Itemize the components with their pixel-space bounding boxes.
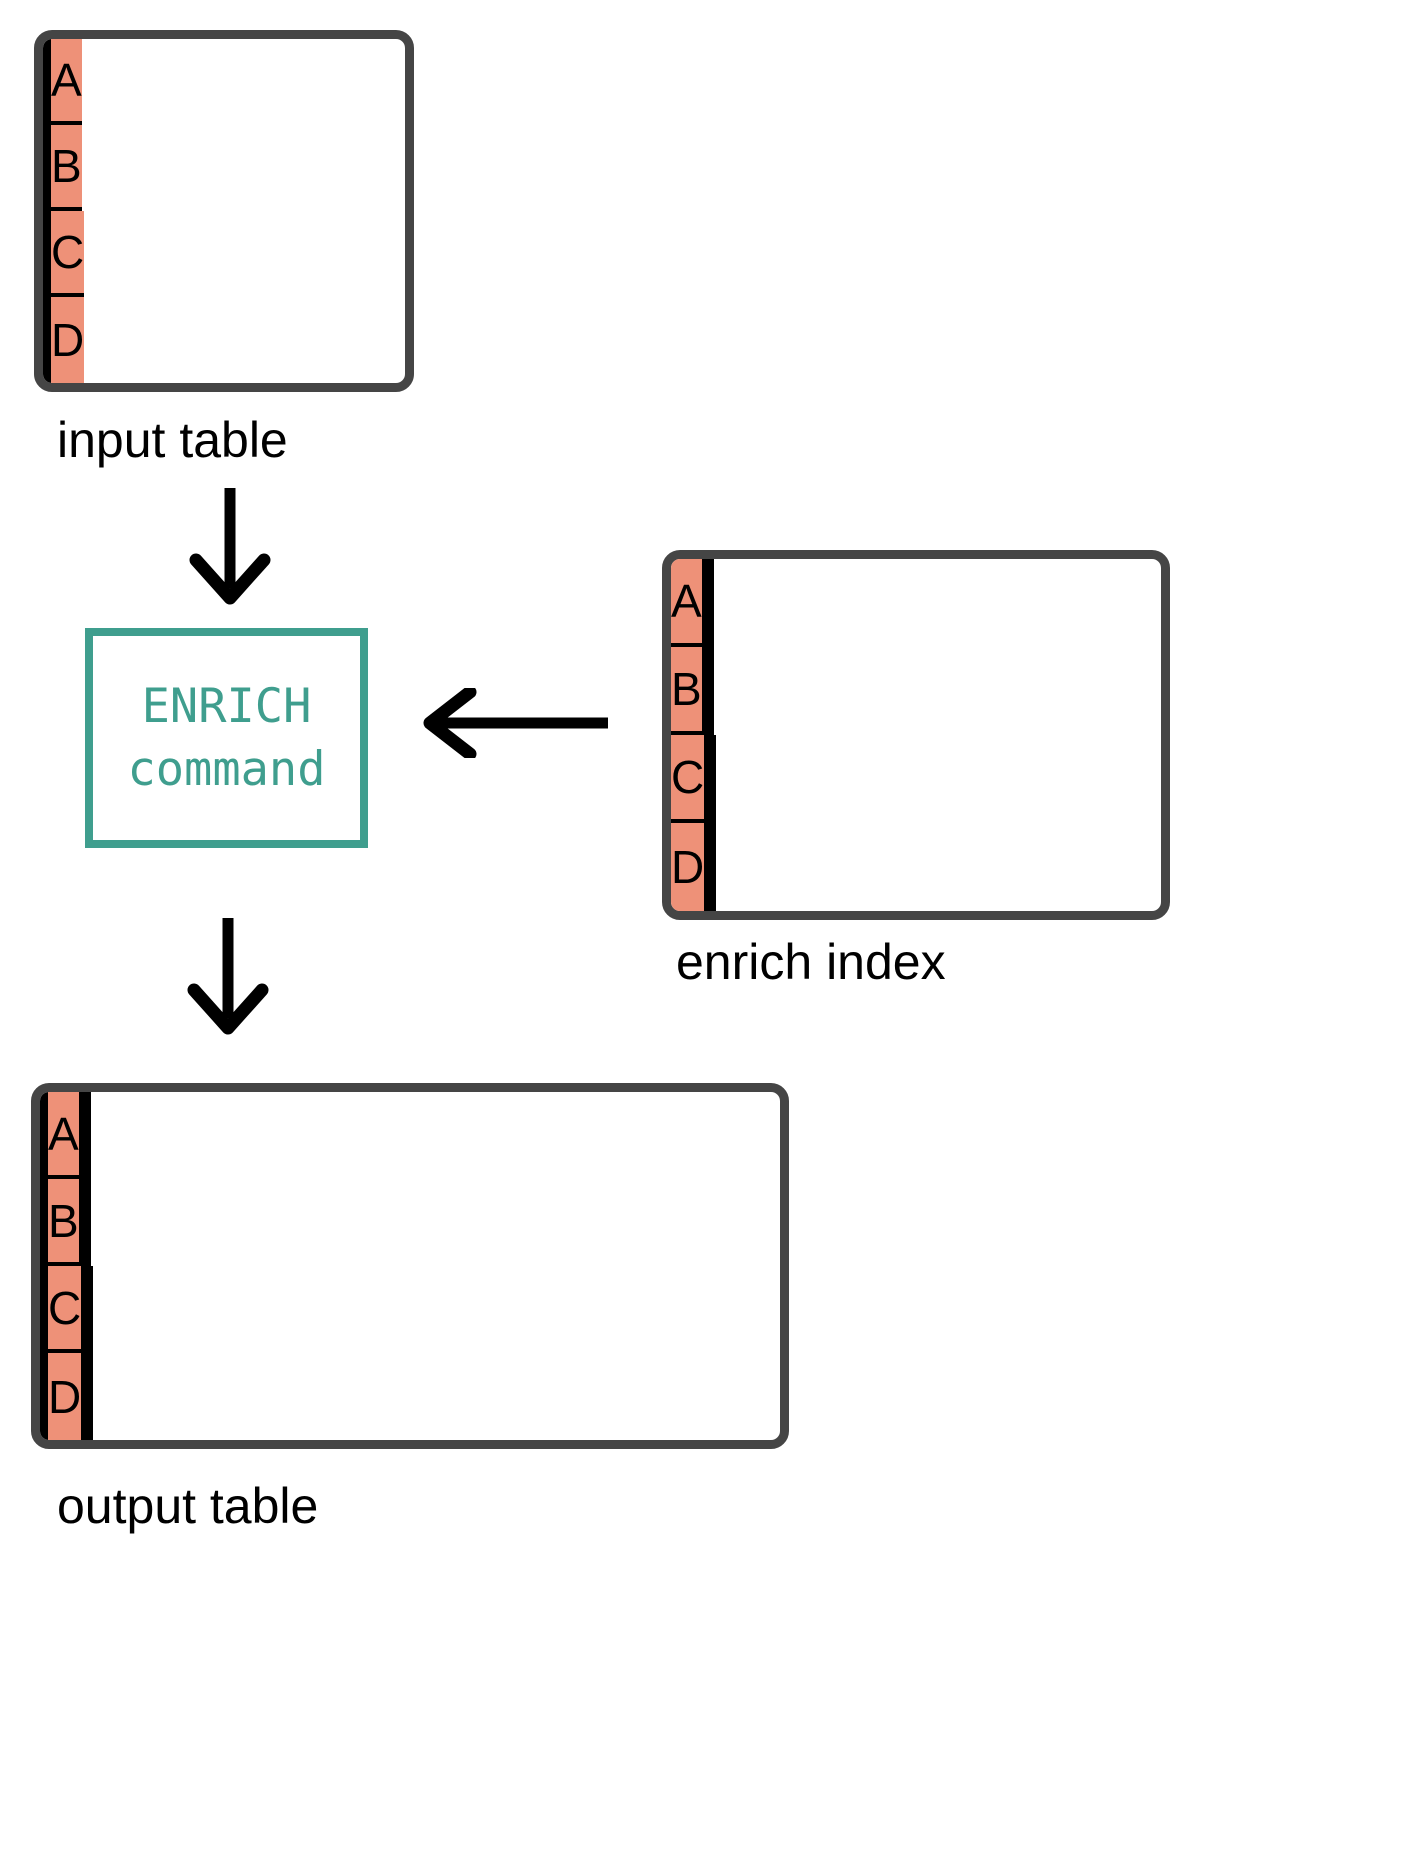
enrich-command-line-1: ENRICH [141,678,312,734]
table-row: B [43,125,405,211]
table-cell [40,1353,44,1440]
table-cell [712,823,717,911]
table-cell [82,1179,87,1266]
table-cell [89,1266,94,1353]
table-cell [85,1353,90,1440]
table-cell [47,211,51,297]
table-row: C [671,735,1161,823]
table-cell [43,297,47,383]
output-table-caption: output table [57,1478,319,1534]
table-cell [705,647,710,735]
table-cell [44,1092,48,1179]
enrich-index-caption: enrich index [676,934,946,990]
table-row: A [43,39,405,125]
table-cell [708,823,713,911]
table-cell [709,559,714,647]
table-cell [43,211,47,297]
table-cell-key: C [51,211,85,297]
arrow-enrich-to-output [178,918,278,1038]
enrich-command-box[interactable]: ENRICH command [85,628,368,848]
output-table: A B C D [31,1083,789,1449]
table-cell [86,1179,91,1266]
table-cell-key: A [48,1092,83,1179]
table-row: A [40,1092,780,1179]
table-cell-key: B [51,125,82,211]
table-cell [85,1266,90,1353]
table-cell [712,735,717,823]
enrich-index-table: A B C D [662,550,1170,920]
table-cell [47,39,51,125]
table-cell [40,1179,44,1266]
enrich-command-line-2: command [127,742,326,797]
table-row: C [43,211,405,297]
table-cell [40,1092,44,1179]
table-cell [47,297,51,383]
table-cell-key: B [48,1179,83,1266]
table-cell [40,1266,44,1353]
table-cell-key: B [671,647,706,735]
table-cell-key: D [671,823,709,911]
table-cell-key: D [48,1353,86,1440]
table-cell [89,1353,94,1440]
table-row: B [40,1179,780,1266]
table-cell-key: D [51,297,85,383]
input-table: A B C D [34,30,414,392]
table-cell-key: A [51,39,82,125]
table-cell [708,735,713,823]
arrow-input-to-enrich [180,488,280,608]
table-cell-key: C [671,735,709,823]
table-cell [43,125,47,211]
table-cell [44,1179,48,1266]
table-row: D [40,1353,780,1440]
table-cell [47,125,51,211]
table-row: B [671,647,1161,735]
table-cell [82,1092,87,1179]
table-cell [43,39,47,125]
table-row: D [43,297,405,383]
table-cell-key: A [671,559,706,647]
table-row: D [671,823,1161,911]
table-cell [86,1092,91,1179]
table-cell [44,1353,48,1440]
table-cell [709,647,714,735]
input-table-caption: input table [57,412,288,468]
table-cell [705,559,710,647]
table-cell-key: C [48,1266,86,1353]
arrow-index-to-enrich [418,688,608,758]
table-row: C [40,1266,780,1353]
table-row: A [671,559,1161,647]
table-cell [44,1266,48,1353]
